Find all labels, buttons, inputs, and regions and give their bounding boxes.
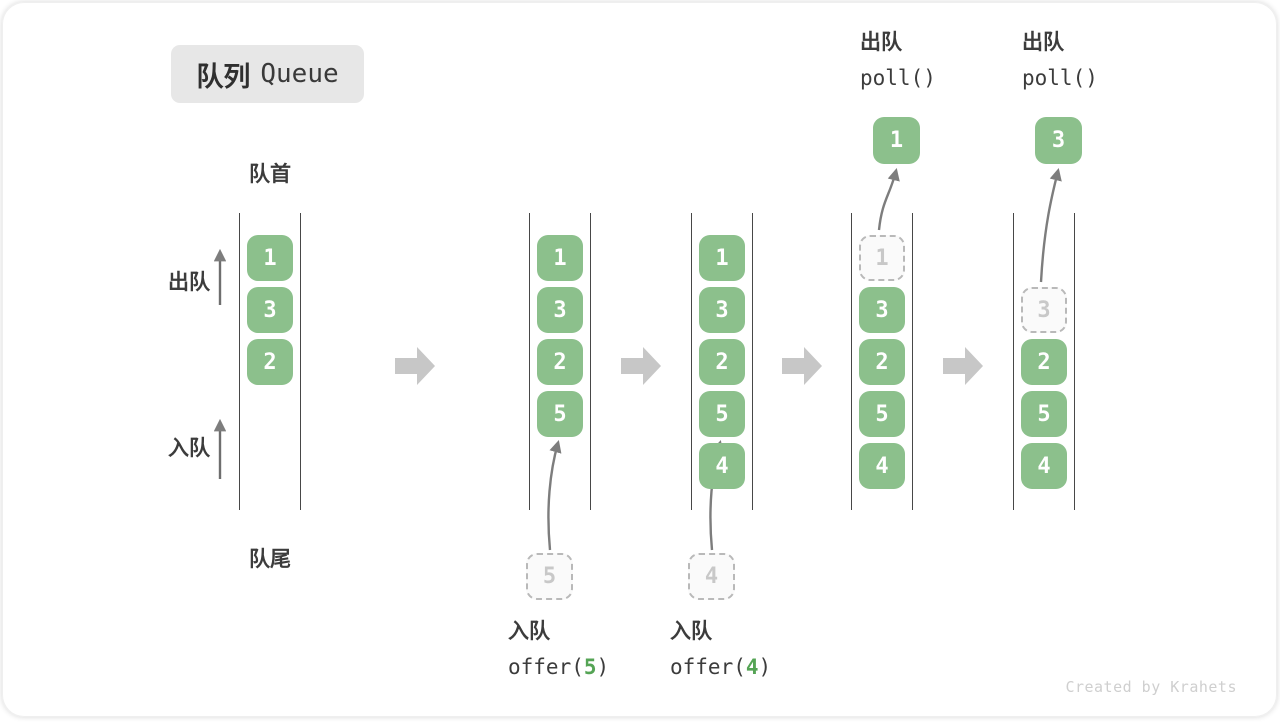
queue-cell: 5	[859, 391, 905, 437]
outgoing-cell: 1	[873, 117, 920, 164]
dequeue-side-label: 出队	[168, 271, 210, 294]
queue-cell: 4	[699, 443, 745, 489]
code-text: offer(	[508, 655, 584, 679]
watermark: Created by Krahets	[1065, 678, 1237, 696]
queue-wall-left	[690, 213, 693, 510]
code-text: offer(	[670, 655, 746, 679]
code-accent-value: 4	[745, 655, 759, 679]
incoming-cell: 4	[688, 553, 735, 600]
queue-cell: 3	[537, 287, 583, 333]
queue-cell: 1	[699, 235, 745, 281]
dequeued-cell: 3	[1021, 287, 1067, 333]
code-accent-value: 5	[583, 655, 597, 679]
enqueue-side-label: 入队	[168, 437, 210, 460]
queue-cell: 2	[859, 339, 905, 385]
queue-cell: 3	[859, 287, 905, 333]
queue-wall-left	[850, 213, 853, 510]
queue-rear-label: 队尾	[249, 548, 291, 571]
queue-cell: 5	[1021, 391, 1067, 437]
queue-cell: 1	[537, 235, 583, 281]
code-text: poll()	[1022, 66, 1098, 90]
caption-code: poll()	[860, 65, 936, 92]
queue-cell: 3	[247, 287, 293, 333]
queue-wall-left	[1012, 213, 1015, 510]
queue-cell: 5	[537, 391, 583, 437]
title-badge: 队列 Queue	[171, 45, 364, 103]
dequeued-cell: 1	[859, 235, 905, 281]
queue-wall-left	[238, 213, 241, 510]
queue-wall-right	[1073, 213, 1076, 510]
caption-label: 出队	[1022, 31, 1064, 54]
queue-wall-right	[911, 213, 914, 510]
caption-code: offer(5)	[508, 654, 609, 681]
title-en: Queue	[260, 59, 339, 89]
caption-code: poll()	[1022, 65, 1098, 92]
queue-cell: 2	[537, 339, 583, 385]
title-zh: 队列	[196, 61, 251, 92]
enqueue-caption: 入队 offer(4)	[670, 619, 771, 681]
queue-cell: 2	[699, 339, 745, 385]
code-text: )	[596, 655, 610, 679]
queue-wall-right	[751, 213, 754, 510]
outgoing-cell: 3	[1035, 117, 1082, 164]
queue-cell: 4	[859, 443, 905, 489]
enqueue-caption: 入队 offer(5)	[508, 619, 609, 681]
dequeue-caption: 出队 poll()	[860, 30, 936, 92]
queue-cell: 3	[699, 287, 745, 333]
queue-cell: 2	[1021, 339, 1067, 385]
caption-label: 出队	[860, 31, 902, 54]
incoming-cell: 5	[526, 553, 573, 600]
queue-cell: 5	[699, 391, 745, 437]
caption-label: 入队	[508, 620, 550, 643]
queue-cell: 2	[247, 339, 293, 385]
queue-wall-left	[528, 213, 531, 510]
code-text: )	[758, 655, 772, 679]
caption-code: offer(4)	[670, 654, 771, 681]
queue-front-label: 队首	[249, 163, 291, 186]
queue-cell: 4	[1021, 443, 1067, 489]
queue-wall-right	[299, 213, 302, 510]
queue-cell: 1	[247, 235, 293, 281]
caption-label: 入队	[670, 620, 712, 643]
dequeue-caption: 出队 poll()	[1022, 30, 1098, 92]
queue-wall-right	[589, 213, 592, 510]
code-text: poll()	[860, 66, 936, 90]
